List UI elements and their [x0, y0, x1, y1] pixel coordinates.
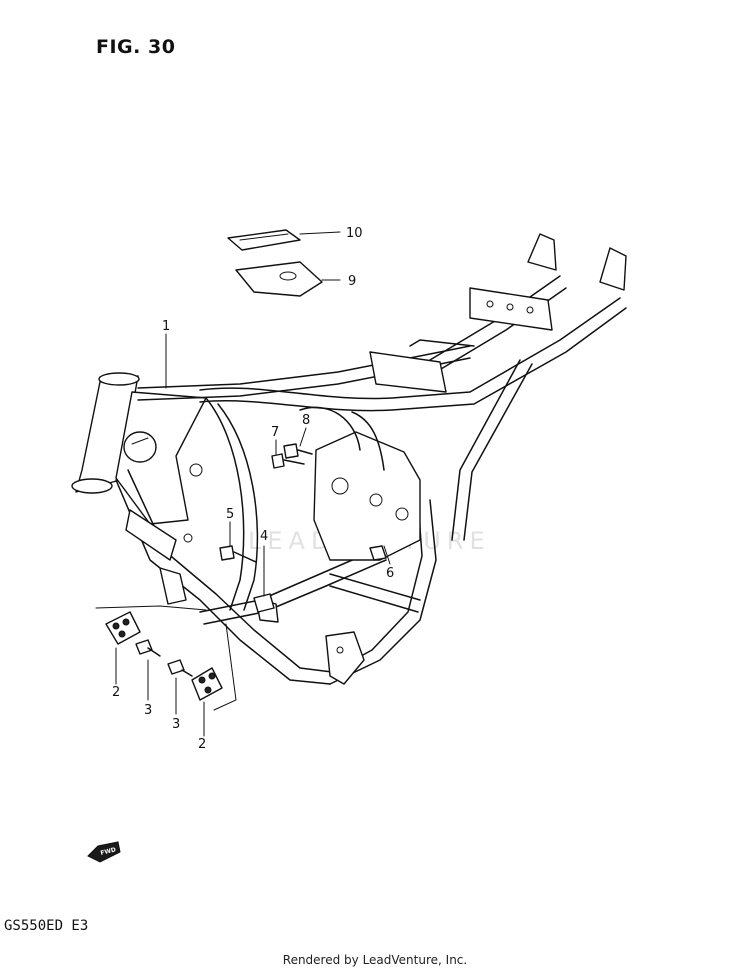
fwd-badge-label: FWD	[100, 846, 117, 857]
part-9-cover	[235, 261, 341, 297]
fwd-direction-arrow: FWD	[87, 841, 121, 863]
callout-5: 5	[226, 507, 234, 522]
frame-assembly	[71, 233, 627, 685]
part-7-bolt	[271, 453, 305, 469]
callout-7: 7	[271, 425, 279, 440]
footer-credit: Rendered by LeadVenture, Inc.	[282, 953, 468, 967]
pivot-plate	[313, 431, 421, 561]
figure-title: FIG. 30	[96, 36, 176, 58]
part-3-bolt-left	[135, 639, 161, 657]
callout-2: 2	[198, 737, 206, 752]
model-code: GS550ED E3	[4, 918, 89, 934]
part-10-strap	[227, 229, 341, 251]
part-2-plate-left	[105, 611, 141, 645]
callout-3: 3	[172, 717, 180, 732]
callout-numbers: 1 2 2 3 3 4 5 6 7 8 9 10	[112, 226, 394, 752]
grouping-line	[95, 605, 207, 611]
part-2-plate-right	[191, 667, 223, 701]
part-4-collar	[253, 593, 275, 613]
callout-1: 1	[162, 319, 170, 334]
part-3-bolt-right	[167, 659, 193, 677]
callout-9: 9	[348, 274, 356, 289]
leader-lines	[115, 333, 391, 737]
callout-8: 8	[302, 413, 310, 428]
callout-10: 10	[346, 226, 363, 241]
callout-4: 4	[260, 529, 268, 544]
callout-3: 3	[144, 703, 152, 718]
callout-6: 6	[386, 566, 394, 581]
part-8-bolt	[283, 443, 313, 459]
callout-2: 2	[112, 685, 120, 700]
part-5-bolt	[219, 545, 257, 563]
part-6-nut	[369, 545, 387, 561]
